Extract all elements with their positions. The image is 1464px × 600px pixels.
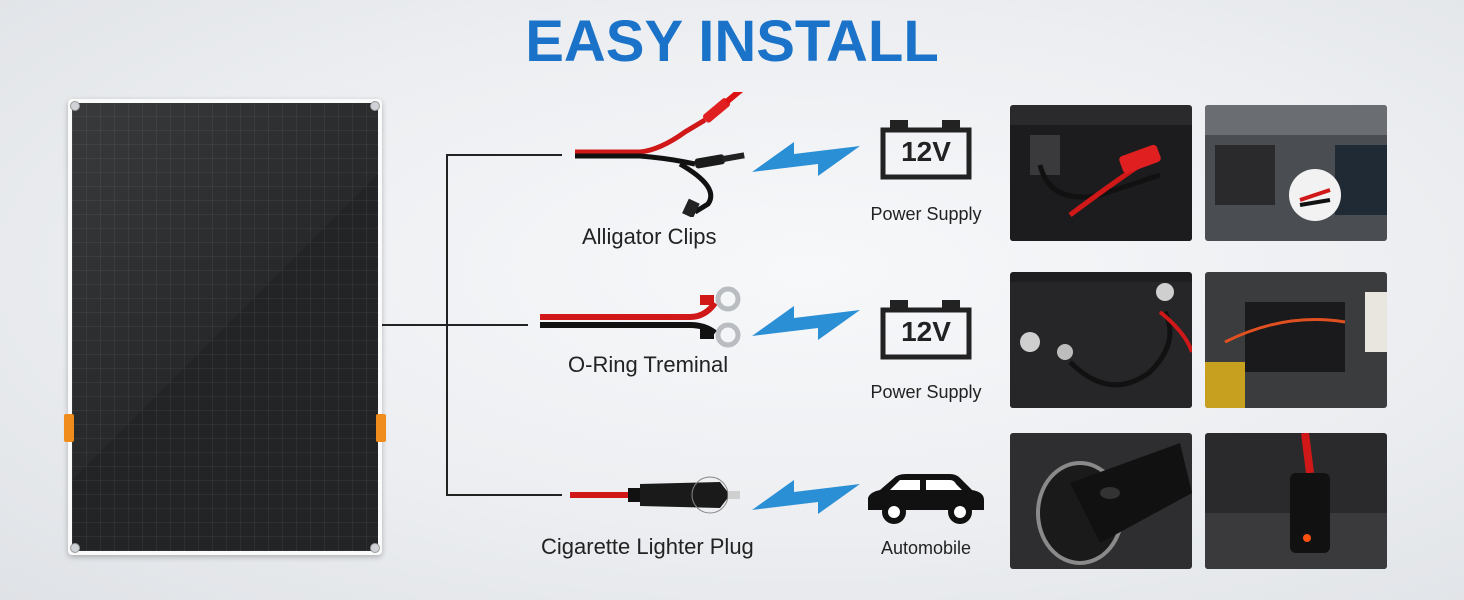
engine-battery-photo (1205, 272, 1387, 408)
cigarette-lighter-plug-label: Cigarette Lighter Plug (541, 534, 754, 559)
branch-line-1 (446, 154, 562, 156)
power-supply-label: Power Supply (870, 204, 982, 224)
cigarette-lighter-plug-image (570, 476, 740, 514)
page-title: EASY INSTALL (525, 9, 939, 74)
engine-bay-photo (1205, 105, 1387, 241)
battery-12v-icon: 12V (880, 118, 972, 180)
branch-line-main (382, 324, 446, 326)
battery-voltage-text: 12V (901, 316, 951, 347)
alligator-clips-image (575, 92, 746, 217)
automobile-label: Automobile (880, 538, 972, 558)
power-supply-label: Power Supply (870, 382, 982, 402)
branch-line-2 (446, 324, 528, 326)
lightning-bolt-icon (752, 306, 860, 340)
alligator-clips-label: Alligator Clips (582, 224, 717, 249)
o-ring-terminal-label: O-Ring Treminal (568, 352, 729, 377)
battery-12v-icon: 12V (880, 298, 972, 360)
battery-clip-photo (1010, 105, 1192, 241)
o-ring-terminal-image (540, 286, 741, 348)
battery-terminal-photo (1010, 272, 1192, 408)
lighter-plug-photo (1205, 433, 1387, 569)
battery-voltage-text: 12V (901, 136, 951, 167)
lightning-bolt-icon (752, 480, 860, 514)
solar-panel-image (64, 99, 386, 555)
lightning-bolt-icon (752, 142, 860, 176)
lighter-socket-photo (1010, 433, 1192, 569)
branch-line-3 (446, 494, 562, 496)
car-icon (868, 474, 984, 524)
